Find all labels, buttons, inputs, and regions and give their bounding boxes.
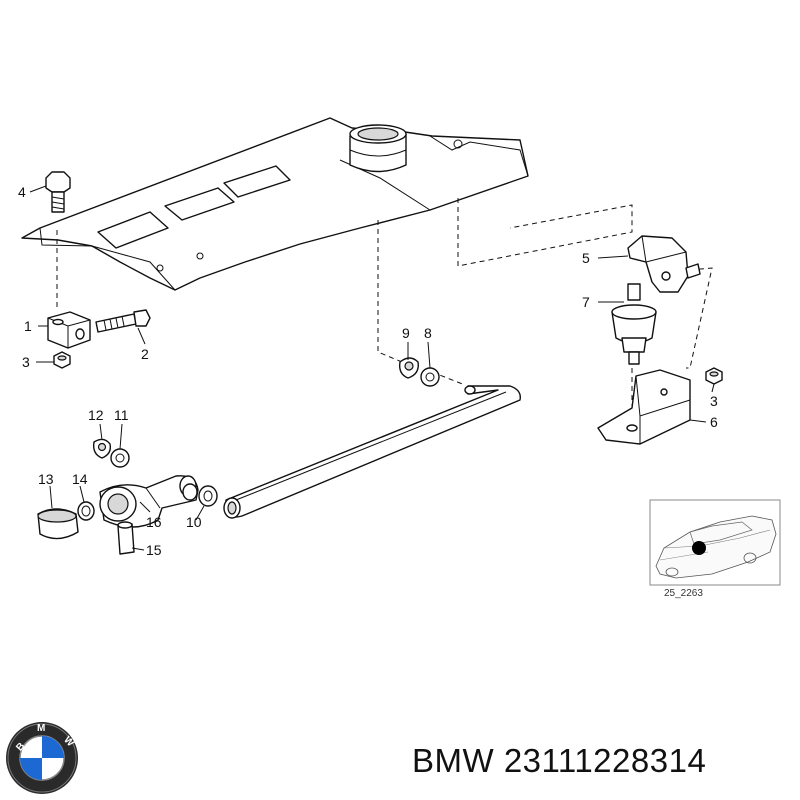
part-15-pin xyxy=(117,521,135,555)
part-7-rubber-mount xyxy=(611,283,657,365)
location-marker xyxy=(692,541,706,555)
callout-8: 8 xyxy=(424,325,432,341)
part-12-circlip xyxy=(92,438,112,459)
callout-5: 5 xyxy=(582,250,590,266)
bmw-logo: B M W xyxy=(6,722,78,794)
leader-lines xyxy=(29,185,715,551)
callout-1: 1 xyxy=(24,318,32,334)
inset-reference-code: 25_2263 xyxy=(664,588,703,599)
part-3-nut-left xyxy=(53,351,71,369)
part-number-label: BMW 23111228314 xyxy=(412,742,707,779)
heat-shield xyxy=(21,117,529,291)
callout-10: 10 xyxy=(186,514,202,530)
svg-text:M: M xyxy=(37,723,45,734)
car-location-inset: 25_2263 xyxy=(649,499,781,599)
part-10-washer xyxy=(182,483,218,507)
part-5-bracket-upper xyxy=(627,235,701,293)
part-11-washer xyxy=(110,448,130,468)
callout-16: 16 xyxy=(146,514,162,530)
callout-14: 14 xyxy=(72,471,88,487)
part-2-bolt xyxy=(95,309,151,333)
callout-13: 13 xyxy=(38,471,54,487)
part-1-clamp-block xyxy=(47,311,91,349)
callout-numbers: 4 1 3 2 5 7 3 6 9 8 12 11 13 14 16 15 10 xyxy=(18,184,718,558)
callout-9: 9 xyxy=(402,325,410,341)
part-8-washer xyxy=(420,367,440,387)
part-4-bolt xyxy=(45,171,71,213)
callout-6: 6 xyxy=(710,414,718,430)
callout-7: 7 xyxy=(582,294,590,310)
callout-3-right: 3 xyxy=(710,393,718,409)
assembly-guides xyxy=(56,198,713,430)
part-3-nut-right xyxy=(705,367,723,385)
part-9-circlip xyxy=(398,357,419,379)
shift-rod xyxy=(223,385,521,519)
callout-11: 11 xyxy=(114,407,129,423)
part-16-joint-housing xyxy=(99,475,199,528)
callout-2: 2 xyxy=(141,346,149,362)
part-14-bushing-small xyxy=(77,501,95,521)
part-13-bushing xyxy=(37,508,79,540)
part-6-bracket-lower xyxy=(597,369,691,445)
callout-3-left: 3 xyxy=(22,354,30,370)
callout-15: 15 xyxy=(146,542,162,558)
callout-12: 12 xyxy=(88,407,104,423)
callout-4: 4 xyxy=(18,184,26,200)
